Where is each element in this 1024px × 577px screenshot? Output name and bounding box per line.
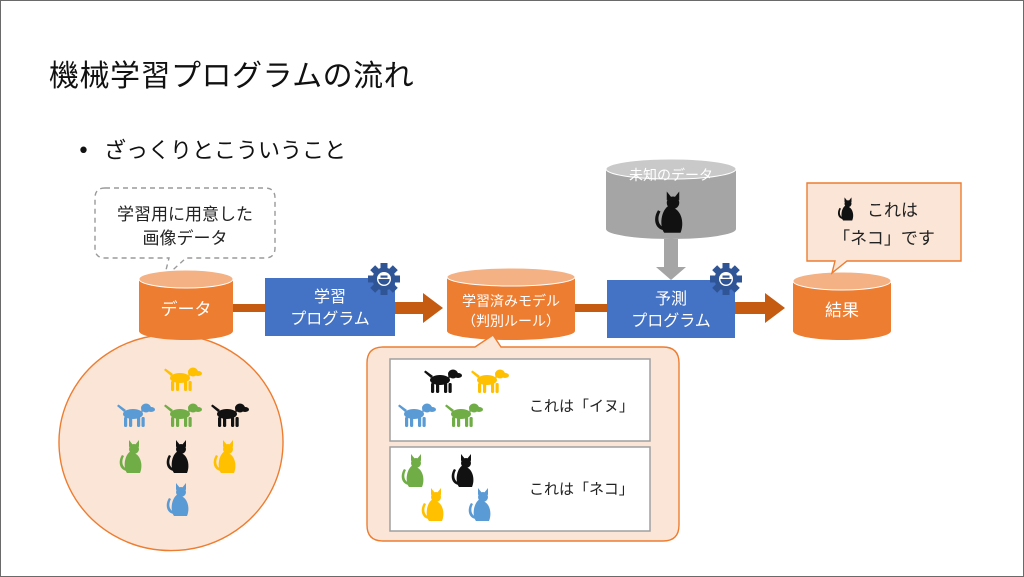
learning-program-line2: プログラム (290, 309, 370, 328)
arrow-unknown-to-prediction (656, 239, 686, 280)
dog-rule-label: これは「イヌ」 (529, 397, 634, 415)
trained-model-line1: 学習済みモデル (462, 293, 560, 310)
training-data-callout-line2: 画像データ (143, 228, 228, 249)
arrow-data-to-learning (233, 304, 265, 312)
trained-model-line2: （判別ルール） (462, 314, 560, 330)
result-callout (806, 182, 962, 275)
bullet-dot-icon: • (77, 139, 90, 164)
training-data-callout-line1: 学習用に用意した (117, 205, 253, 225)
dog-rule-panel (389, 358, 651, 442)
prediction-program-line2: プログラム (631, 311, 711, 330)
trained-model-cylinder (446, 267, 576, 340)
slide-title: 機械学習プログラムの流れ (49, 59, 415, 94)
bullet-item: • ざっくりとこういうこと (77, 133, 346, 165)
arrow-prediction-to-result (735, 293, 785, 323)
bullet-text: ざっくりとこういうこと (103, 139, 346, 164)
training-data-bubble (58, 306, 284, 552)
data-label: データ (161, 299, 212, 320)
prediction-program-line1: 予測 (655, 289, 687, 308)
learning-program-line1: 学習 (314, 287, 346, 306)
cat-rule-label: これは「ネコ」 (529, 480, 634, 498)
training-data-callout (94, 187, 276, 281)
data-cylinder (138, 269, 234, 340)
result-label: 結果 (825, 301, 859, 321)
arrow-model-to-prediction (575, 304, 607, 312)
result-callout-line2: 「ネコ」です (833, 229, 935, 249)
arrow-learning-to-model (395, 293, 443, 323)
unknown-data-label: 未知のデータ (629, 167, 713, 184)
result-cylinder (792, 271, 892, 340)
prediction-program-box (607, 280, 735, 338)
result-callout-line1: これは (867, 201, 918, 221)
